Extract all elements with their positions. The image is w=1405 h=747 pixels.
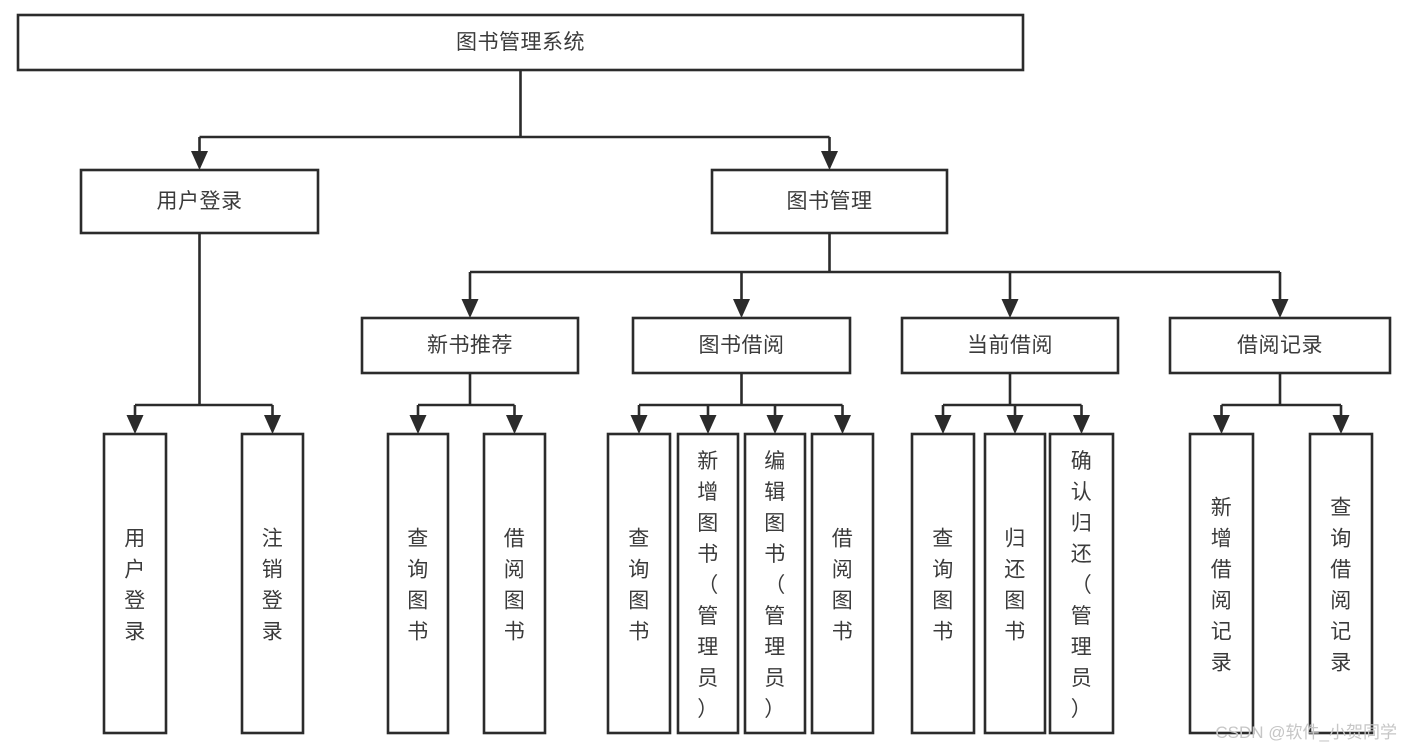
node-box-root[interactable] bbox=[16, 13, 1025, 72]
node-label-current-borrow: 当前借阅 bbox=[967, 334, 1053, 357]
node-box-user-login[interactable] bbox=[79, 168, 320, 235]
node-layer: 图书管理系统用户登录图书管理新书推荐图书借阅当前借阅借阅记录用户登录注销登录查询… bbox=[16, 13, 1392, 735]
node-box-leaf-add-book-admin[interactable] bbox=[676, 432, 740, 735]
node-leaf-return-book[interactable]: 归还图书 bbox=[983, 432, 1047, 735]
arrow-head-borrow-record bbox=[1271, 299, 1289, 318]
node-root[interactable]: 图书管理系统 bbox=[16, 13, 1025, 72]
node-label-root: 图书管理系统 bbox=[456, 31, 585, 54]
node-label-leaf-borrow-book: 借阅图书 bbox=[832, 528, 854, 644]
node-box-book-borrow[interactable] bbox=[631, 316, 852, 375]
node-leaf-user-logout[interactable]: 注销登录 bbox=[240, 432, 305, 735]
node-label-leaf-confirm-return-admin: 确认归还（管理员） bbox=[1071, 450, 1093, 721]
node-leaf-borrow-book-rec[interactable]: 借阅图书 bbox=[482, 432, 547, 735]
node-leaf-query-book-borrow[interactable]: 查询图书 bbox=[606, 432, 672, 735]
node-book-borrow[interactable]: 图书借阅 bbox=[631, 316, 852, 375]
arrow-head-book-borrow bbox=[733, 299, 750, 318]
node-box-leaf-add-borrow-record[interactable] bbox=[1188, 432, 1255, 735]
node-box-leaf-confirm-return-admin[interactable] bbox=[1048, 432, 1115, 735]
arrow-head-leaf-query-book-rec bbox=[409, 415, 427, 434]
node-label-leaf-return-book: 归还图书 bbox=[1004, 528, 1026, 644]
arrow-head-new-book-rec bbox=[461, 299, 479, 318]
arrow-head-leaf-borrow-book bbox=[834, 415, 851, 434]
arrow-head-leaf-user-login bbox=[126, 415, 144, 434]
node-label-leaf-add-borrow-record: 新增借阅记录 bbox=[1211, 497, 1233, 675]
node-leaf-add-book-admin[interactable]: 新增图书（管理员） bbox=[676, 432, 740, 735]
node-label-book-manage: 图书管理 bbox=[787, 190, 873, 213]
arrow-head-leaf-add-borrow-record bbox=[1213, 415, 1230, 434]
node-box-leaf-query-book-current[interactable] bbox=[910, 432, 976, 735]
node-box-leaf-user-login[interactable] bbox=[102, 432, 168, 735]
arrow-head-leaf-query-book-borrow bbox=[630, 415, 648, 434]
arrow-head-leaf-add-book-admin bbox=[699, 415, 717, 434]
arrow-head-leaf-return-book bbox=[1006, 415, 1024, 434]
arrow-head-leaf-query-book-current bbox=[934, 415, 952, 434]
node-label-book-borrow: 图书借阅 bbox=[699, 334, 785, 357]
arrow-head-book-manage bbox=[821, 151, 838, 170]
node-book-manage[interactable]: 图书管理 bbox=[710, 168, 949, 235]
arrow-head-user-login bbox=[191, 151, 208, 170]
node-box-current-borrow[interactable] bbox=[900, 316, 1120, 375]
node-label-borrow-record: 借阅记录 bbox=[1237, 334, 1323, 357]
node-box-leaf-query-book-borrow[interactable] bbox=[606, 432, 672, 735]
node-box-leaf-return-book[interactable] bbox=[983, 432, 1047, 735]
node-leaf-edit-book-admin[interactable]: 编辑图书（管理员） bbox=[743, 432, 807, 735]
node-user-login[interactable]: 用户登录 bbox=[79, 168, 320, 235]
node-box-leaf-user-logout[interactable] bbox=[240, 432, 305, 735]
node-label-leaf-query-book-rec: 查询图书 bbox=[407, 528, 429, 644]
node-box-leaf-edit-book-admin[interactable] bbox=[743, 432, 807, 735]
node-label-new-book-rec: 新书推荐 bbox=[427, 334, 513, 357]
arrow-head-current-borrow bbox=[1001, 299, 1019, 318]
node-leaf-confirm-return-admin[interactable]: 确认归还（管理员） bbox=[1048, 432, 1115, 735]
node-label-user-login: 用户登录 bbox=[157, 190, 243, 213]
node-leaf-query-book-rec[interactable]: 查询图书 bbox=[386, 432, 450, 735]
node-box-borrow-record[interactable] bbox=[1168, 316, 1392, 375]
node-leaf-query-book-current[interactable]: 查询图书 bbox=[910, 432, 976, 735]
node-label-leaf-edit-book-admin: 编辑图书（管理员） bbox=[764, 450, 786, 721]
node-box-leaf-query-borrow-record[interactable] bbox=[1308, 432, 1374, 735]
node-leaf-add-borrow-record[interactable]: 新增借阅记录 bbox=[1188, 432, 1255, 735]
node-label-leaf-user-logout: 注销登录 bbox=[262, 528, 284, 644]
arrow-head-leaf-query-borrow-record bbox=[1332, 415, 1350, 434]
node-label-leaf-query-book-current: 查询图书 bbox=[932, 528, 954, 644]
node-box-leaf-query-book-rec[interactable] bbox=[386, 432, 450, 735]
node-new-book-rec[interactable]: 新书推荐 bbox=[360, 316, 580, 375]
node-label-leaf-add-book-admin: 新增图书（管理员） bbox=[697, 450, 719, 721]
arrow-head-leaf-edit-book-admin bbox=[766, 415, 784, 434]
node-label-leaf-user-login: 用户登录 bbox=[124, 528, 146, 644]
arrow-head-leaf-borrow-book-rec bbox=[506, 415, 523, 434]
arrow-head-leaf-user-logout bbox=[264, 415, 281, 434]
node-leaf-borrow-book[interactable]: 借阅图书 bbox=[810, 432, 875, 735]
node-box-new-book-rec[interactable] bbox=[360, 316, 580, 375]
node-box-leaf-borrow-book[interactable] bbox=[810, 432, 875, 735]
node-label-leaf-query-borrow-record: 查询借阅记录 bbox=[1330, 497, 1352, 675]
arrow-head-leaf-confirm-return-admin bbox=[1073, 415, 1090, 434]
node-leaf-user-login[interactable]: 用户登录 bbox=[102, 432, 168, 735]
node-borrow-record[interactable]: 借阅记录 bbox=[1168, 316, 1392, 375]
node-label-leaf-query-book-borrow: 查询图书 bbox=[628, 528, 650, 644]
node-leaf-query-borrow-record[interactable]: 查询借阅记录 bbox=[1308, 432, 1374, 735]
node-box-book-manage[interactable] bbox=[710, 168, 949, 235]
connector-layer bbox=[126, 70, 1350, 434]
node-label-leaf-borrow-book-rec: 借阅图书 bbox=[504, 528, 526, 644]
node-current-borrow[interactable]: 当前借阅 bbox=[900, 316, 1120, 375]
node-box-leaf-borrow-book-rec[interactable] bbox=[482, 432, 547, 735]
